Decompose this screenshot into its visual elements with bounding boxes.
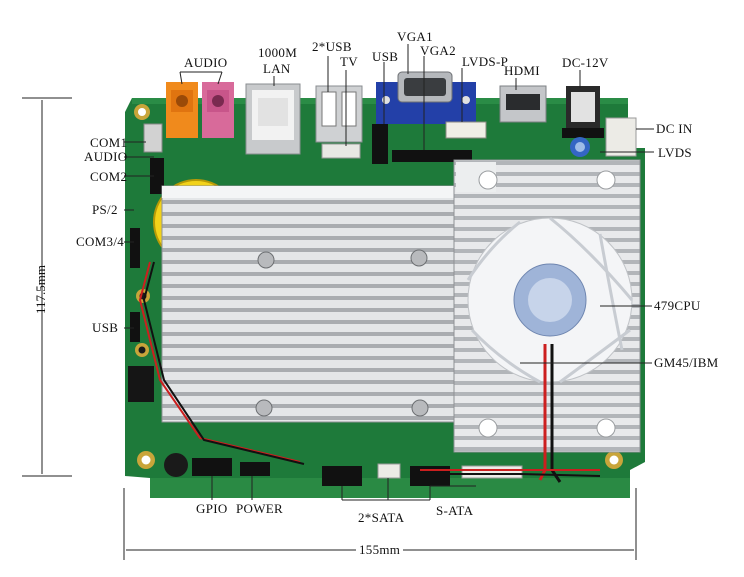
label-vga1: VGA1 [397, 29, 433, 44]
label-s-ata: S-ATA [436, 503, 474, 518]
sata-power [377, 463, 401, 479]
label-tv: TV [340, 54, 358, 69]
label-height-dimension: 117.5mm [33, 265, 48, 314]
tv-connector [321, 143, 361, 159]
label-usb-left: USB [92, 320, 119, 335]
label-lvds-p: LVDS-P [462, 54, 509, 69]
label-com2: COM2 [90, 169, 128, 184]
label-dc-in: DC IN [656, 121, 693, 136]
label-gpio: GPIO [196, 501, 228, 516]
leader-lines [124, 44, 654, 501]
power-header [240, 462, 270, 476]
label-chipset: GM45/IBM [654, 355, 719, 370]
label-ps2: PS/2 [92, 202, 118, 217]
dc-in-connector [605, 117, 637, 157]
label-lan: LAN [263, 61, 291, 76]
com1-header [143, 123, 163, 153]
label-com34: COM3/4 [76, 234, 125, 249]
label-width-dimension: 155mm [356, 543, 404, 557]
label-usb-top: USB [372, 49, 399, 64]
label-audio-left: AUDIO [84, 149, 128, 164]
label-1000m: 1000M [258, 45, 298, 60]
chipset-heatsink [162, 186, 454, 422]
label-lvds: LVDS [658, 145, 692, 160]
label-cpu: 479CPU [654, 298, 701, 313]
sata-port-1 [322, 466, 362, 486]
height-dimension-line [22, 97, 72, 477]
label-com1: COM1 [90, 135, 128, 150]
label-audio-top: AUDIO [184, 55, 228, 70]
label-2usb: 2*USB [312, 39, 352, 54]
gpio-header [192, 458, 232, 476]
label-2sata: 2*SATA [358, 510, 405, 525]
label-power: POWER [236, 501, 283, 516]
label-hdmi: HDMI [504, 63, 540, 78]
lvds-p-connector [445, 121, 487, 139]
label-vga2: VGA2 [420, 43, 456, 58]
label-dc-12v: DC-12V [562, 55, 609, 70]
